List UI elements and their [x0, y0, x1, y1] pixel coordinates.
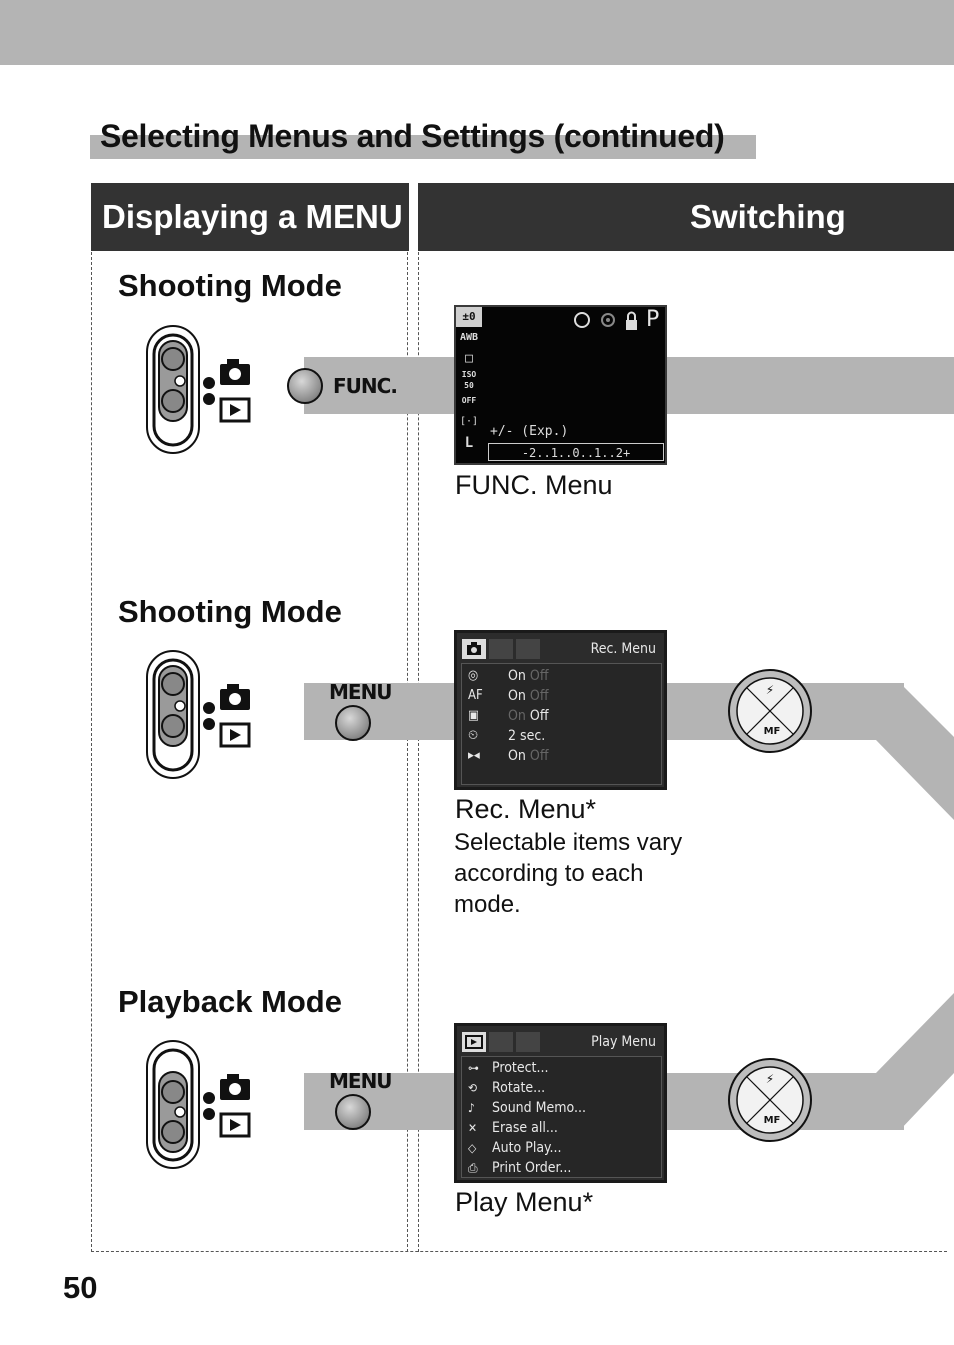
status-icons	[574, 311, 637, 330]
playback-icon	[219, 1112, 251, 1138]
play-item-print-order: Print Order...	[492, 1160, 572, 1176]
frame-divider-b	[418, 252, 419, 1252]
rec-row2-alt: Off	[529, 688, 549, 704]
menu-button-label-3: MENU	[329, 1069, 393, 1093]
rec-row1-alt: Off	[529, 668, 549, 684]
func-button-label: FUNC.	[333, 374, 398, 398]
row2-mode-label: Shooting Mode	[118, 594, 342, 629]
frame-left-line	[91, 252, 92, 1252]
play-item-erase-all: Erase all...	[492, 1120, 558, 1136]
camera-icon	[220, 359, 250, 385]
drive-mode-icon: □	[465, 351, 473, 366]
header-displaying-menu: Displaying a MENU	[91, 183, 409, 251]
rec-row3-value: On	[508, 708, 526, 724]
menu-button-label-2: MENU	[329, 680, 393, 704]
func-icon-column: ±0 AWB □ ISO 50 OFF [·] L	[456, 307, 482, 463]
mode-switch-3[interactable]	[143, 1038, 258, 1172]
flash-icon: ⚡	[766, 1072, 774, 1086]
flash-off-icon	[574, 312, 590, 328]
row2-caption: Rec. Menu*	[455, 794, 597, 824]
play-row-icons: ⊶⟲♪✕◇⎙	[468, 1061, 479, 1175]
play-item-protect: Protect...	[492, 1060, 549, 1076]
resolution-icon: L	[464, 435, 474, 451]
exposure-label: +/- (Exp.)	[490, 424, 569, 439]
row3-caption: Play Menu*	[455, 1187, 594, 1217]
play-menu-screen: Play Menu ⊶⟲♪✕◇⎙ Protect... Rotate... So…	[454, 1023, 667, 1183]
page-number: 50	[63, 1270, 98, 1305]
rec-menu-list: ◎AF▣⏲▸◂ On Off On Off On Off 2 sec. On O…	[461, 663, 662, 785]
play-item-sound-memo: Sound Memo...	[492, 1100, 587, 1116]
program-mode-indicator: P	[646, 307, 660, 332]
rec-row2-value: On	[508, 688, 526, 704]
rec-tab-setup-icon	[489, 639, 513, 659]
exposure-scale: -2..1..0..1..2+	[488, 443, 664, 461]
effect-icon: OFF	[461, 396, 477, 405]
menu-button-2[interactable]	[335, 705, 371, 741]
row1-caption: FUNC. Menu	[455, 470, 613, 500]
control-dial-2[interactable]: ⚡ MF	[727, 668, 813, 754]
flash-icon: ⚡	[766, 683, 774, 697]
rec-row4-value: 2 sec.	[508, 728, 546, 744]
frame-divider-a	[407, 252, 408, 1252]
playback-icon	[219, 397, 251, 423]
play-items-column: Protect... Rotate... Sound Memo... Erase…	[492, 1058, 586, 1178]
frame-bottom-line	[91, 1251, 947, 1252]
white-balance-icon: AWB	[459, 332, 479, 343]
lock-icon	[626, 320, 637, 330]
play-item-rotate: Rotate...	[492, 1080, 546, 1096]
rec-menu-screen: Rec. Menu ◎AF▣⏲▸◂ On Off On Off On Off 2…	[454, 630, 667, 790]
iso-icon: ISO 50	[461, 370, 477, 390]
func-menu-screen: ±0 AWB □ ISO 50 OFF [·] L P +/- (Exp.) -…	[454, 305, 667, 465]
camera-icon	[220, 684, 250, 710]
play-item-auto-play: Auto Play...	[492, 1140, 562, 1156]
playback-icon	[219, 722, 251, 748]
play-tab-mycam-icon	[516, 1032, 540, 1052]
page-title: Selecting Menus and Settings (continued)	[100, 118, 725, 154]
mode-switch-1[interactable]	[143, 323, 258, 457]
metering-icon: [·]	[459, 416, 479, 427]
menu-button-3[interactable]	[335, 1094, 371, 1130]
rec-row5-alt: Off	[529, 748, 549, 764]
play-tab-icon	[462, 1032, 486, 1052]
mode-switch-2[interactable]	[143, 648, 258, 782]
header-switching: Switching	[418, 183, 954, 251]
rec-menu-title: Rec. Menu	[590, 641, 656, 657]
play-menu-list: ⊶⟲♪✕◇⎙ Protect... Rotate... Sound Memo..…	[461, 1056, 662, 1178]
rec-tab-camera-icon	[462, 639, 486, 659]
row3-mode-label: Playback Mode	[118, 984, 342, 1019]
play-menu-title: Play Menu	[591, 1034, 656, 1050]
row2-note: Selectable items vary according to each …	[454, 829, 683, 918]
manual-focus-label: MF	[764, 1115, 781, 1126]
camera-icon	[220, 1074, 250, 1100]
rec-row-icons: ◎AF▣⏲▸◂	[468, 668, 483, 763]
red-eye-icon	[601, 313, 615, 327]
rec-row3-alt: Off	[529, 708, 549, 724]
func-button[interactable]	[287, 368, 323, 404]
row1-mode-label: Shooting Mode	[118, 268, 342, 303]
rec-tab-mycam-icon	[516, 639, 540, 659]
play-tab-setup-icon	[489, 1032, 513, 1052]
title-underlay	[90, 135, 756, 159]
rec-row1-value: On	[508, 668, 526, 684]
connector-diagonal	[860, 683, 954, 1130]
rec-row5-value: On	[508, 748, 526, 764]
control-dial-3[interactable]: ⚡ MF	[727, 1057, 813, 1143]
exposure-icon: ±0	[456, 307, 482, 327]
rec-values-column: On Off On Off On Off 2 sec. On Off	[508, 666, 549, 766]
manual-focus-label: MF	[764, 726, 781, 737]
top-band	[0, 0, 954, 65]
